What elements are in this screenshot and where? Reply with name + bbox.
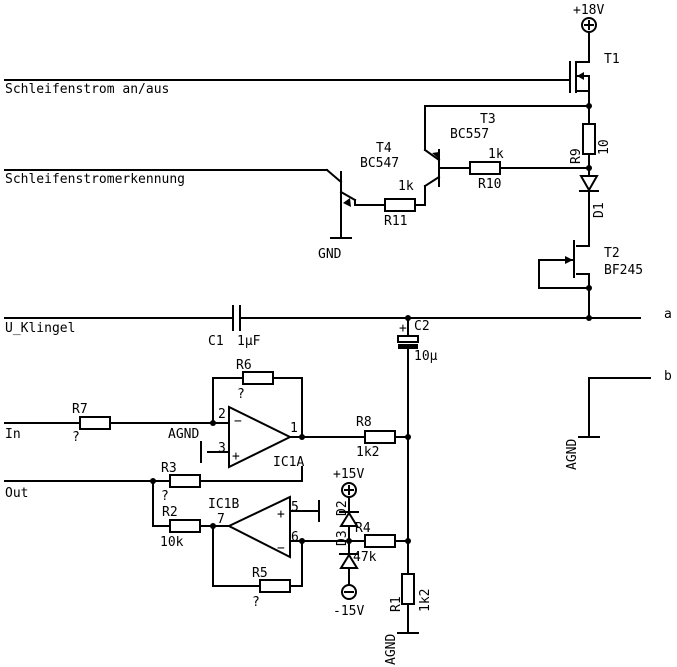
r2-resistor: R2 10k	[160, 505, 201, 550]
c1-capacitor: C1 1µF	[208, 305, 261, 349]
t2-type: BF245	[604, 263, 643, 278]
r3-label: R3	[161, 461, 177, 476]
c2-value: 10µ	[414, 349, 438, 364]
ic1b-opamp: + − 5 6 7 IC1B	[208, 495, 299, 559]
in-label: In	[5, 427, 21, 442]
r6-label: R6	[236, 358, 252, 373]
r8-value: 1k2	[356, 445, 379, 460]
agnd-label-r1: AGND	[384, 634, 399, 665]
r7-value: ?	[72, 430, 80, 445]
plus-15v-supply: +15V	[333, 467, 364, 498]
ic1a-opamp: − + 2 3 1 IC1A	[218, 405, 304, 470]
r3-value: ?	[161, 489, 169, 504]
r2-value: 10k	[160, 535, 184, 550]
d1-diode: D1	[579, 175, 607, 218]
r10-label: R10	[478, 177, 501, 192]
ic1b-label: IC1B	[208, 497, 239, 512]
ic1a-pin3: 3	[218, 441, 226, 456]
r5-value: ?	[252, 595, 260, 610]
t2-label: T2	[604, 246, 620, 261]
plus-15v-label: +15V	[333, 467, 364, 482]
ic1b-pin5: 5	[291, 500, 299, 515]
c2-label: C2	[414, 319, 430, 334]
r8-label: R8	[356, 415, 372, 430]
t1-label: T1	[604, 52, 620, 67]
ic1b-minus: −	[277, 541, 285, 556]
r7-label: R7	[72, 402, 88, 417]
r6-value: ?	[237, 387, 245, 402]
r4-value: 47k	[353, 550, 377, 565]
r9-label: R9	[569, 148, 584, 164]
loop-current-label: Schleifenstrom an/aus	[5, 82, 169, 97]
out-label: Out	[5, 486, 28, 501]
r1-value: 1k2	[418, 589, 433, 612]
terminal-b-label: b	[664, 369, 672, 384]
r1-resistor: R1 1k2	[389, 573, 433, 612]
t4-type: BC547	[360, 156, 399, 171]
ic1a-minus: −	[234, 414, 242, 429]
r4-resistor: R4 47k	[353, 521, 396, 565]
t3-type: BC557	[450, 127, 489, 142]
t3-label: T3	[480, 112, 496, 127]
r11-label: R11	[384, 214, 407, 229]
ic1a-pin2: 2	[218, 407, 226, 422]
gnd-label: GND	[318, 247, 342, 262]
ic1b-pin6: 6	[291, 530, 299, 545]
c1-label: C1	[208, 334, 224, 349]
d2-label: D2	[335, 500, 350, 516]
ic1b-pin7: 7	[217, 512, 225, 527]
r11-value: 1k	[398, 179, 414, 194]
plus-18v-supply: +18V	[573, 3, 604, 38]
minus-15v-supply: -15V	[333, 584, 364, 619]
t4-label: T4	[376, 141, 392, 156]
ic1a-pin1: 1	[290, 421, 298, 436]
r10-resistor: 1k R10	[449, 147, 504, 192]
r1-label: R1	[389, 596, 404, 612]
r8-resistor: R8 1k2	[356, 415, 396, 460]
loop-detect-label: Schleifenstromerkennung	[5, 172, 185, 187]
r9-value: 10	[597, 139, 612, 155]
d1-label: D1	[592, 202, 607, 218]
agnd-label-b: AGND	[565, 439, 580, 470]
c2-capacitor: + C2 10µ	[397, 317, 438, 364]
r6-resistor: R6 ?	[236, 358, 274, 402]
r10-value: 1k	[488, 147, 504, 162]
minus-15v-label: -15V	[333, 604, 364, 619]
agnd-ic1a: AGND	[168, 427, 230, 463]
r4-label: R4	[355, 521, 371, 536]
r11-resistor: 1k R11	[354, 179, 426, 229]
plus-18v-label: +18V	[573, 3, 604, 18]
r9-resistor: R9 10	[569, 123, 612, 164]
t1-mosfet	[569, 36, 590, 107]
terminal-b: b AGND	[565, 369, 672, 470]
gnd-symbol: GND	[318, 237, 352, 262]
r2-label: R2	[162, 505, 178, 520]
terminal-a-label: a	[664, 307, 672, 322]
r5-resistor: R5 ?	[252, 566, 291, 610]
agnd-label-ic1a: AGND	[168, 427, 199, 442]
t4-transistor	[4, 168, 357, 239]
t3-transistor	[423, 105, 451, 206]
c2-plus: +	[399, 321, 407, 336]
c1-value: 1µF	[237, 334, 261, 349]
r3-resistor: R3 ?	[161, 461, 201, 504]
ic1a-label: IC1A	[273, 455, 304, 470]
r5-label: R5	[252, 566, 268, 581]
u-klingel-label: U_Klingel	[5, 321, 75, 336]
ic1a-plus: +	[232, 449, 240, 464]
t2-jfet	[538, 240, 592, 319]
d3-label: D3	[335, 530, 350, 546]
ic1b-plus: +	[277, 507, 285, 522]
r7-resistor: R7 ?	[72, 402, 111, 445]
